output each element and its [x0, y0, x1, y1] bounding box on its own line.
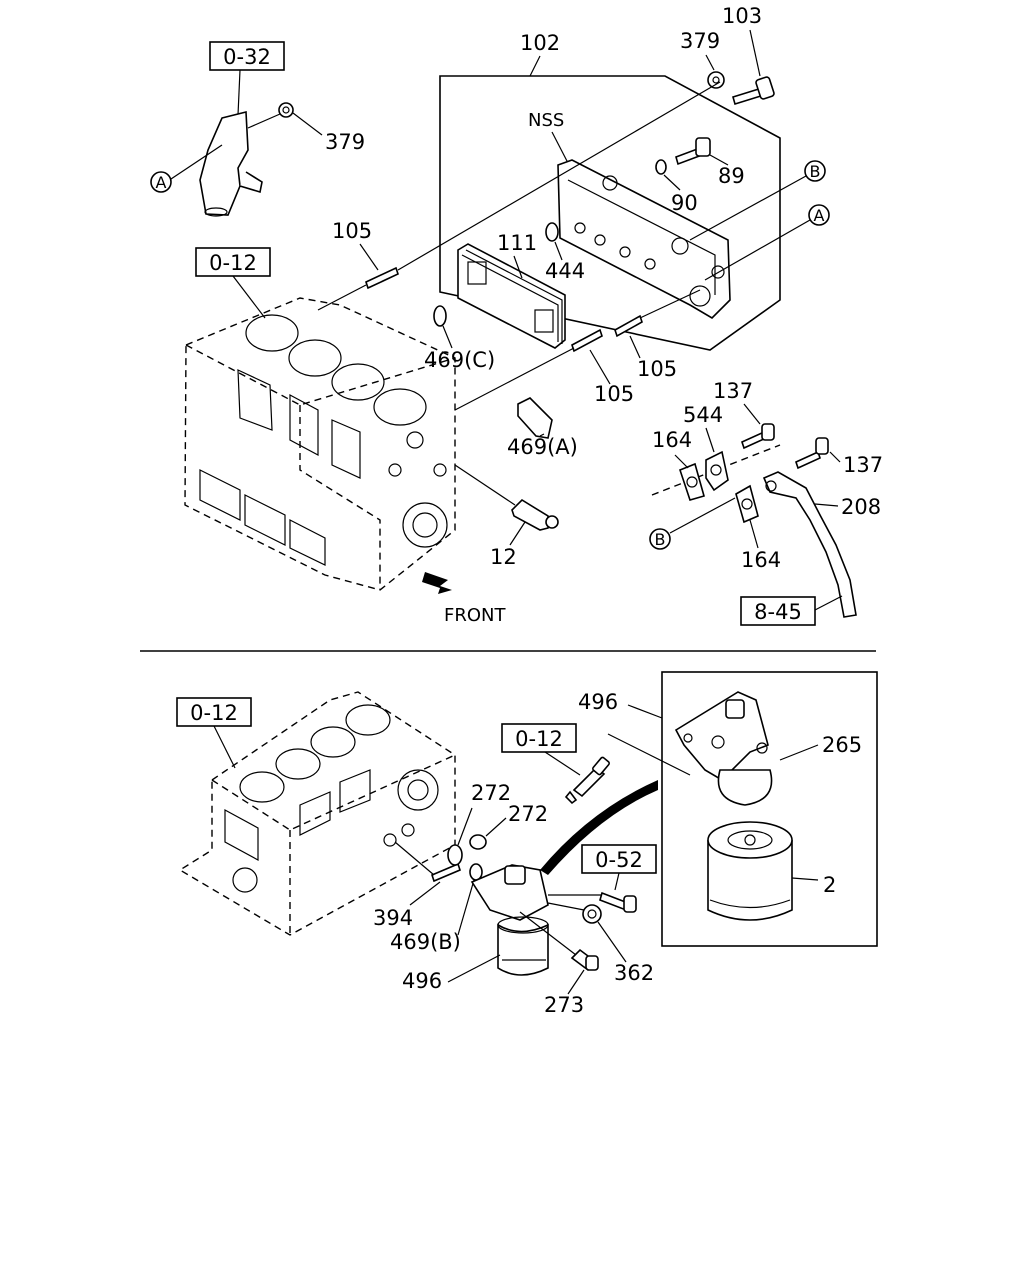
label-265: 265	[822, 733, 862, 757]
gasket-164-lower	[735, 484, 759, 524]
svg-text:A: A	[156, 173, 167, 192]
ref-0-32-label: 0-32	[223, 45, 271, 69]
ref-box-0-12-bottom[interactable]: 0-12	[176, 697, 252, 727]
oil-cooler-assembly-outline	[439, 75, 781, 351]
label-496-upper: 496	[578, 690, 618, 714]
flange-544	[705, 450, 729, 492]
label-105-left: 105	[332, 219, 372, 243]
label-544: 544	[683, 403, 723, 427]
ref-box-8-45[interactable]: 8-45	[740, 596, 816, 626]
label-444: 444	[545, 259, 585, 283]
label-103: 103	[722, 4, 762, 28]
bolt-89	[675, 137, 711, 166]
stud-394	[431, 862, 461, 883]
label-394: 394	[373, 906, 413, 930]
label-496-lower: 496	[402, 969, 442, 993]
label-164-lower: 164	[741, 548, 781, 572]
svg-text:8-45: 8-45	[754, 600, 802, 624]
thermostat-housing-drawing	[199, 110, 263, 217]
label-102: 102	[520, 31, 560, 55]
bolt-137-upper	[741, 423, 775, 450]
bolt-103	[732, 76, 775, 106]
label-379-top: 379	[680, 29, 720, 53]
label-469b: 469(B)	[390, 930, 461, 954]
bolt-137-right	[795, 437, 829, 470]
label-12: 12	[490, 545, 517, 569]
label-272-upper: 272	[471, 781, 511, 805]
oil-cooler-element-111	[457, 243, 566, 349]
nut-362	[582, 904, 602, 924]
svg-text:0-12: 0-12	[190, 701, 238, 725]
label-105-right: 105	[637, 357, 677, 381]
svg-text:A: A	[814, 206, 825, 225]
stud-105-left	[365, 266, 399, 290]
oring-272-right	[469, 834, 487, 850]
svg-text:B: B	[810, 162, 821, 181]
callout-a-left: A	[150, 171, 172, 193]
ref-box-0-32[interactable]: 0-32	[209, 41, 285, 71]
detail-box	[661, 671, 878, 947]
label-90: 90	[671, 191, 698, 215]
oil-jet-12	[511, 498, 559, 531]
label-137-upper: 137	[713, 379, 753, 403]
oil-filter-assembly-496	[470, 864, 549, 976]
engine-block-bottom	[178, 691, 456, 936]
svg-text:B: B	[655, 530, 666, 549]
label-273: 273	[544, 993, 584, 1017]
callout-a-right: A	[808, 204, 830, 226]
ref-box-0-12-mid[interactable]: 0-12	[501, 723, 577, 753]
sensor-part	[564, 756, 610, 805]
oring-272-left	[447, 844, 463, 866]
label-272-lower: 272	[508, 802, 548, 826]
engine-block-top	[184, 297, 456, 591]
oring-444	[545, 222, 559, 242]
stud-105-right	[614, 314, 643, 338]
bolt-273	[570, 948, 599, 972]
svg-text:0-12: 0-12	[209, 251, 257, 275]
gasket-469a	[517, 397, 553, 439]
nut-379-left	[278, 102, 294, 118]
gasket-164-upper	[679, 462, 705, 501]
label-2: 2	[823, 873, 836, 897]
oil-cooler-cover	[557, 159, 731, 320]
label-89: 89	[718, 164, 745, 188]
label-164-upper: 164	[652, 428, 692, 452]
oring-469b	[469, 863, 483, 881]
nut-379-top	[707, 71, 725, 89]
label-208: 208	[841, 495, 881, 519]
washer-90	[655, 159, 667, 175]
oring-469c	[433, 305, 447, 327]
detail-pointer-icon	[540, 780, 658, 875]
ref-box-0-12-top[interactable]: 0-12	[195, 247, 271, 277]
label-111: 111	[497, 231, 537, 255]
bolt-0-52	[599, 891, 637, 913]
oil-filter-2	[707, 821, 793, 921]
label-379-left: 379	[325, 130, 365, 154]
label-105-center: 105	[594, 382, 634, 406]
ref-box-0-52[interactable]: 0-52	[581, 844, 657, 874]
label-137-right: 137	[843, 453, 883, 477]
label-469a: 469(A)	[507, 435, 578, 459]
pipe-208	[762, 471, 857, 618]
svg-text:0-52: 0-52	[595, 848, 643, 872]
filter-head-265	[674, 691, 773, 806]
label-469c: 469(C)	[424, 348, 495, 372]
callout-b-right: B	[804, 160, 826, 182]
front-arrow-icon	[422, 572, 452, 594]
front-label: FRONT	[444, 605, 506, 626]
callout-b-lower: B	[649, 528, 671, 550]
label-362: 362	[614, 961, 654, 985]
svg-text:0-12: 0-12	[515, 727, 563, 751]
stud-105-center	[571, 328, 603, 353]
label-nss: NSS	[528, 110, 564, 131]
